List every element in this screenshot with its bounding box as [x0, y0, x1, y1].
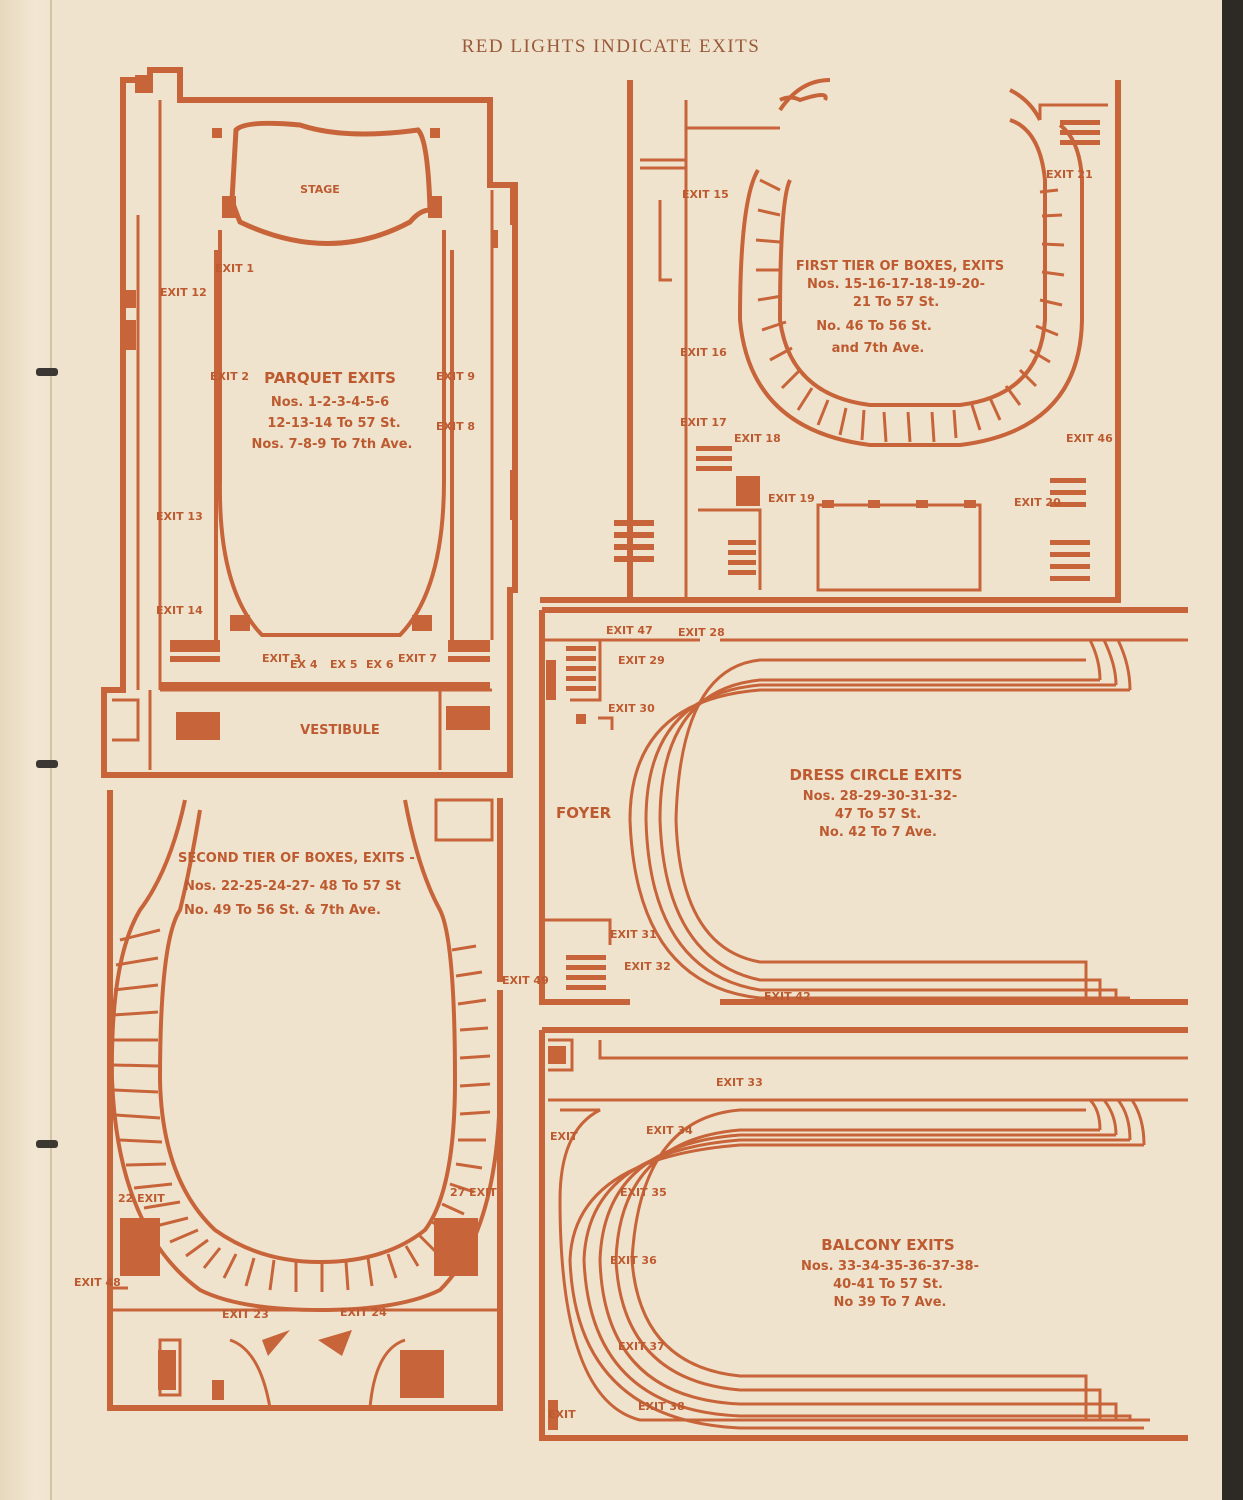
exit-27: 27 EXIT [450, 1186, 497, 1199]
dress-circle-line: No. 42 To 7 Ave. [819, 825, 937, 840]
first-tier-stairs [614, 120, 1100, 581]
first-tier-line: and 7th Ave. [832, 341, 925, 356]
exit-19: EXIT 19 [768, 492, 815, 505]
exit-22: 22 EXIT [118, 1192, 165, 1205]
second-tier-line: Nos. 22-25-24-27- 48 To 57 St [184, 879, 401, 894]
exit-7: EXIT 7 [398, 652, 437, 665]
page-header: RED LIGHTS INDICATE EXITS [461, 36, 761, 57]
stage-box [222, 196, 236, 218]
exit-49: EXIT 49 [502, 974, 549, 987]
exit-5: EX 5 [330, 658, 357, 671]
second-tier-line: No. 49 To 56 St. & 7th Ave. [184, 903, 381, 918]
exit-13: EXIT 13 [156, 510, 203, 523]
exit-9: EXIT 9 [436, 370, 475, 383]
balcony-line: 40-41 To 57 St. [833, 1277, 943, 1292]
exit-2: EXIT 2 [210, 370, 249, 383]
dress-circle-line: 47 To 57 St. [835, 807, 921, 822]
stage-label: STAGE [300, 183, 340, 196]
first-tier-boxes [755, 178, 1065, 443]
exit-18: EXIT 18 [734, 432, 781, 445]
exit-3: EXIT 3 [262, 652, 301, 665]
exit-left-upper: EXIT [550, 1130, 578, 1143]
page-fold [50, 0, 52, 1500]
exit-1: EXIT 1 [215, 262, 254, 275]
vestibule-label: VESTIBULE [300, 723, 380, 738]
exit-6: EX 6 [366, 658, 394, 671]
exit-15: EXIT 15 [682, 188, 729, 201]
dress-circle-title: DRESS CIRCLE EXITS [789, 766, 962, 784]
staple [36, 1140, 58, 1148]
exit-28: EXIT 28 [678, 626, 725, 639]
exit-47: EXIT 47 [606, 624, 653, 637]
dress-circle-plan: FOYER EXIT 47 EXIT 28 EXIT 29 EXIT 30 EX… [539, 607, 1188, 1005]
exit-12: EXIT 12 [160, 286, 207, 299]
exit-46: EXIT 46 [1066, 432, 1113, 445]
first-tier-plan: EXIT 15 EXIT 16 EXIT 17 EXIT 18 EXIT 19 … [540, 78, 1121, 603]
exit-24: EXIT 24 [340, 1306, 387, 1319]
parquet-auditorium [214, 230, 454, 640]
binding-spine [0, 0, 58, 1500]
stage-box [428, 196, 442, 218]
exit-29: EXIT 29 [618, 654, 665, 667]
exit-36: EXIT 36 [610, 1254, 657, 1267]
staple [36, 368, 58, 376]
exit-32: EXIT 32 [624, 960, 671, 973]
second-tier-stairs [120, 1218, 478, 1400]
balcony-stairs [548, 1046, 566, 1430]
exit-48: EXIT 48 [74, 1276, 121, 1289]
exit-33: EXIT 33 [716, 1076, 763, 1089]
first-tier-line: Nos. 15-16-17-18-19-20- [807, 277, 985, 292]
dress-circle-tiers [628, 639, 1132, 1000]
foyer-label: FOYER [556, 804, 612, 822]
exit-8: EXIT 8 [436, 420, 475, 433]
staple [36, 760, 58, 768]
parquet-rear-stairs [160, 615, 490, 740]
first-tier-line: No. 46 To 56 St. [816, 319, 932, 334]
exit-16: EXIT 16 [680, 346, 727, 359]
balcony-line: No 39 To 7 Ave. [834, 1295, 947, 1310]
second-tier-plan: 22 EXIT 27 EXIT EXIT 48 EXIT 23 EXIT 24 … [74, 790, 549, 1411]
exit-37: EXIT 37 [618, 1340, 665, 1353]
exit-23: EXIT 23 [222, 1308, 269, 1321]
balcony-tiers [558, 1098, 1150, 1430]
balcony-line: Nos. 33-34-35-36-37-38- [801, 1259, 979, 1274]
exit-31: EXIT 31 [610, 928, 657, 941]
dress-circle-line: Nos. 28-29-30-31-32- [803, 789, 957, 804]
second-tier-horseshoe [109, 799, 502, 1313]
parquet-line: Nos. 7-8-9 To 7th Ave. [252, 437, 413, 452]
parquet-line: Nos. 1-2-3-4-5-6 [271, 395, 389, 410]
exit-4: EX 4 [290, 658, 318, 671]
second-tier-title: SECOND TIER OF BOXES, EXITS - [178, 851, 415, 866]
first-tier-line: 21 To 57 St. [853, 295, 939, 310]
second-tier-boxes [112, 928, 491, 1292]
balcony-plan: EXIT 33 EXIT 34 EXIT 35 EXIT 36 EXIT 37 … [539, 1027, 1188, 1441]
exit-14: EXIT 14 [156, 604, 203, 617]
dress-circle-stairs [546, 646, 606, 990]
exit-38: EXIT 38 [638, 1400, 685, 1413]
exit-35: EXIT 35 [620, 1186, 667, 1199]
exit-34: EXIT 34 [646, 1124, 693, 1137]
first-tier-horseshoe [737, 78, 1084, 447]
parquet-plan: STAGE VESTIBULE [101, 67, 518, 778]
exit-42: EXIT 42 [764, 990, 811, 1003]
exit-30: EXIT 30 [608, 702, 655, 715]
exit-20: EXIT 20 [1014, 496, 1061, 509]
exit-21: EXIT 21 [1046, 168, 1093, 181]
parquet-title: PARQUET EXITS [264, 369, 396, 387]
first-tier-title: FIRST TIER OF BOXES, EXITS [796, 259, 1004, 274]
exit-left-lower: EXIT [548, 1408, 576, 1421]
balcony-title: BALCONY EXITS [821, 1236, 954, 1254]
parquet-line: 12-13-14 To 57 St. [267, 416, 400, 431]
exit-17: EXIT 17 [680, 416, 727, 429]
